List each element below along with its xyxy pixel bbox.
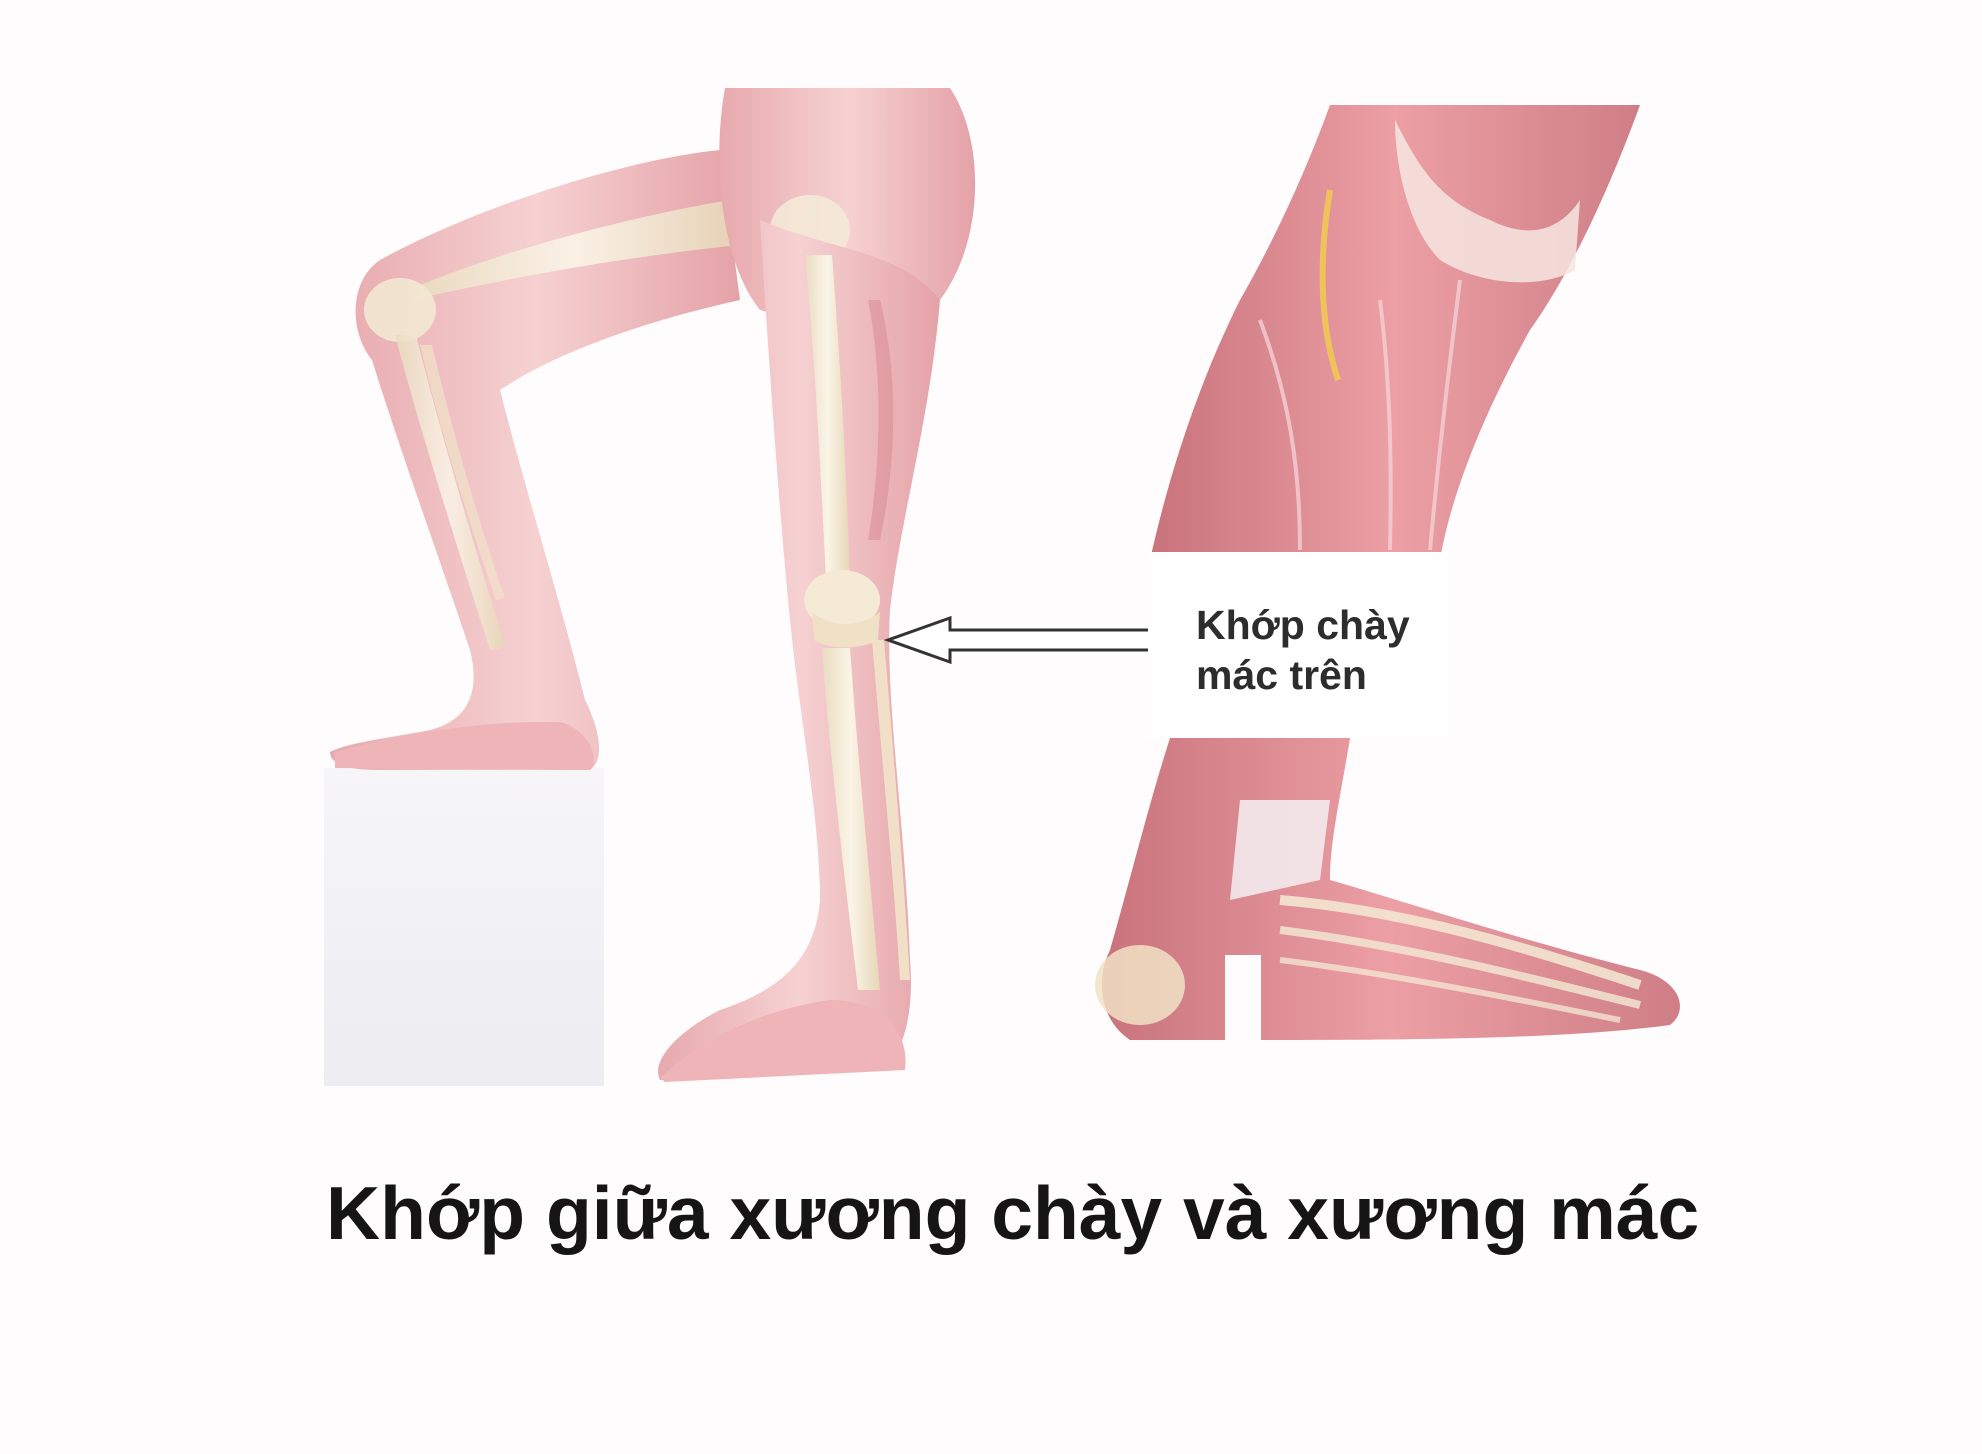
callout-line-1: Khớp chày [1196, 602, 1410, 648]
muscle-detail-foot [1095, 738, 1680, 1045]
muscle-detail-leg [1150, 105, 1640, 560]
figure-caption: Khớp giữa xương chày và xương mác [326, 1171, 1700, 1255]
step-box [324, 768, 604, 1086]
callout-box [1148, 552, 1448, 738]
callout-arrow [883, 615, 1152, 665]
raised-leg [330, 150, 740, 770]
callout-line-2: mác trên [1196, 652, 1367, 698]
callout-label: Khớp chày mác trên [1196, 600, 1476, 700]
standing-leg [658, 220, 940, 1082]
